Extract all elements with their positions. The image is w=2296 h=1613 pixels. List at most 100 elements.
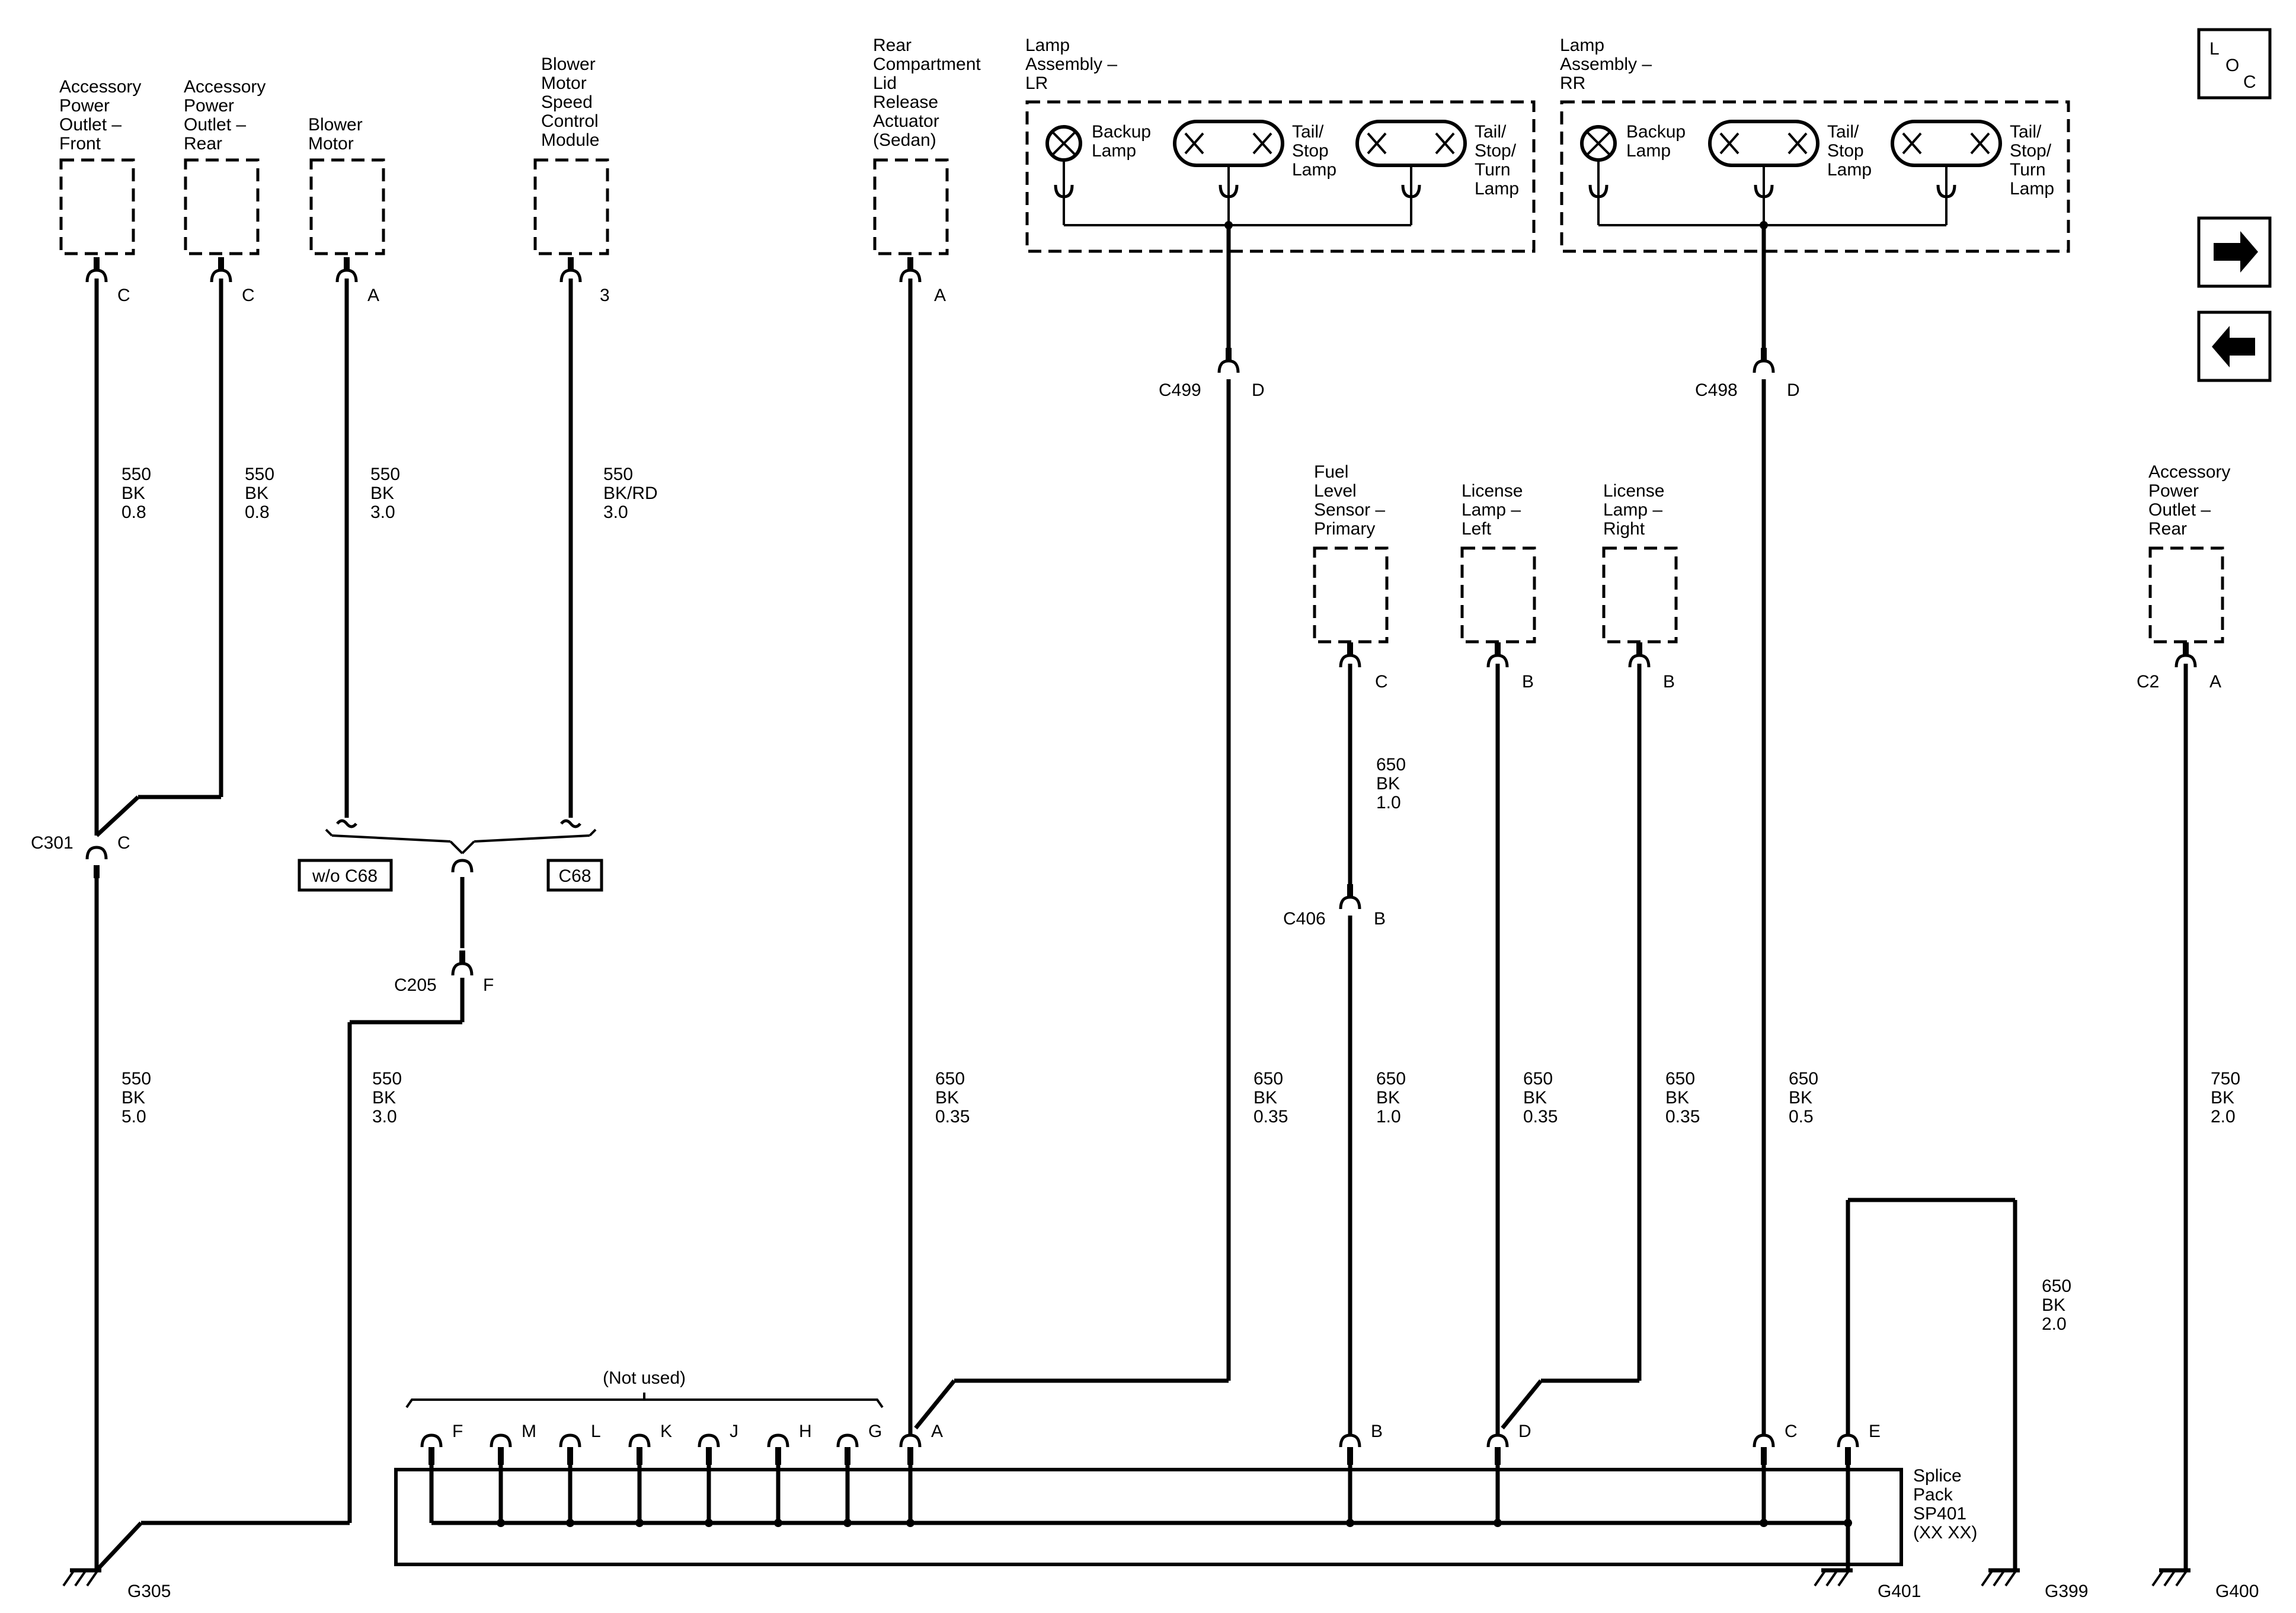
apo-front-name-3: Outlet – (59, 115, 121, 135)
conn-c205: C205 (394, 975, 437, 995)
wire-g399-1: 650 (2042, 1276, 2071, 1296)
rear-lid-name-3: Lid (873, 73, 897, 93)
wire-lic-left-3: 0.35 (1523, 1107, 1558, 1126)
lr-assembly-name-3: LR (1025, 73, 1048, 93)
wire-blower-3: 3.0 (370, 503, 395, 522)
blower-motor-name-2: Motor (308, 134, 354, 153)
wire-fuel-lo-1: 650 (1376, 1069, 1406, 1089)
lr-tail-3: Lamp (1292, 160, 1336, 180)
splice-pin-label-e: E (1869, 1422, 1881, 1441)
arrow-left-icon[interactable] (2197, 311, 2272, 382)
loc-button[interactable]: L O C (2197, 28, 2272, 100)
wire-g305-3: 5.0 (121, 1107, 146, 1126)
pin-connector-7 (1628, 642, 1651, 668)
not-used-label: (Not used) (603, 1368, 686, 1388)
conn-c406: C406 (1283, 909, 1326, 929)
rear-lid-name-1: Rear (873, 36, 912, 55)
pin-apo-rear2: A (2209, 672, 2221, 692)
connector-c205 (451, 950, 474, 976)
conn-c2: C2 (2137, 672, 2159, 692)
splice-pack-name-2: Pack (1913, 1485, 1953, 1505)
wire-g305-1: 550 (121, 1069, 151, 1089)
wire-lic-right-1: 650 (1665, 1069, 1695, 1089)
lamp-assembly-rr (1560, 100, 2070, 253)
rr-turn-2: Stop/ (2010, 141, 2052, 161)
splice-pin-e: E (1837, 1422, 1881, 1523)
loc-letter-l: L (2209, 39, 2220, 59)
splice-pin-f: F (420, 1422, 463, 1523)
rear-lid-name-4: Release (873, 92, 938, 112)
blower-control-name-2: Motor (541, 73, 587, 93)
wire-c205-3: 3.0 (372, 1107, 397, 1126)
rr-tail-1: Tail/ (1827, 122, 1859, 142)
splice-pin-label-h: H (799, 1422, 812, 1441)
wire-fuel-up-1: 650 (1376, 755, 1406, 775)
splice-pin-label-j: J (730, 1422, 738, 1441)
pin-connector-5 (1339, 642, 1361, 668)
wire-fuel-up-3: 1.0 (1376, 793, 1401, 812)
apo-rear2-name-3: Outlet – (2148, 500, 2211, 520)
wire-rr-3: 0.5 (1789, 1107, 1814, 1126)
rr-turn-3: Turn (2010, 160, 2046, 180)
grounds: G305 G401 G399 G400 (62, 1568, 2259, 1601)
wire-apo-front-2: BK (121, 484, 145, 503)
pin-fuel-sensor: C (1375, 672, 1388, 692)
rr-backup-1: Backup (1626, 122, 1686, 142)
splice-pin-label-c: C (1785, 1422, 1798, 1441)
blower-motor-name-1: Blower (308, 115, 363, 135)
pin-license-left: B (1522, 672, 1534, 692)
wire-break-0 (336, 819, 357, 828)
wire-g399-3: 2.0 (2042, 1314, 2067, 1334)
wire-apo-rear2-1: 750 (2211, 1069, 2240, 1089)
wire-lic-left-1: 650 (1523, 1069, 1553, 1089)
conn-c301: C301 (31, 833, 73, 853)
fuel-sensor-name-3: Sensor – (1314, 500, 1385, 520)
wire-control-2: BK/RD (603, 484, 658, 503)
splice-pin-d: D (1486, 1422, 1531, 1523)
connector-c499 (1217, 348, 1240, 373)
lamp-pin-1 (1219, 184, 1239, 199)
connector-c205-upper (451, 859, 474, 873)
license-right-name-1: License (1603, 481, 1664, 501)
blower-control-name-3: Speed (541, 92, 593, 112)
apo-rear2-name-2: Power (2148, 481, 2199, 501)
rr-assembly-name-3: RR (1560, 73, 1585, 93)
component-labels: Accessory Power Outlet – Front Accessory… (59, 36, 2230, 539)
pin-c205: F (483, 975, 494, 995)
wire-c205-2: BK (372, 1088, 396, 1108)
splice-pack-name-4: (XX XX) (1913, 1523, 1977, 1542)
license-left-name-3: Left (1462, 519, 1492, 539)
rear-lid-name-6: (Sedan) (873, 130, 936, 150)
splice-pin-label-b: B (1371, 1422, 1383, 1441)
splice-pin-label-m: M (522, 1422, 536, 1441)
arrow-right-icon[interactable] (2197, 216, 2272, 288)
license-right-name-2: Lamp – (1603, 500, 1662, 520)
wire-lic-right-3: 0.35 (1665, 1107, 1700, 1126)
pin-connector-2 (335, 257, 358, 283)
pin-apo-rear1: C (242, 286, 255, 305)
rr-tail-2: Stop (1827, 141, 1864, 161)
license-left-name-2: Lamp – (1462, 500, 1521, 520)
apo-rear2-name-4: Rear (2148, 519, 2187, 539)
wire-lic-left-2: BK (1523, 1088, 1547, 1108)
wire-control-3: 3.0 (603, 503, 628, 522)
wire-lic-right-2: BK (1665, 1088, 1689, 1108)
fuel-sensor-name-1: Fuel (1314, 462, 1348, 482)
blower-control-name-5: Module (541, 130, 599, 150)
license-left-name-1: License (1462, 481, 1523, 501)
connector-c406 (1339, 884, 1361, 910)
wire-blower-2: BK (370, 484, 394, 503)
apo-rear1-name-2: Power (184, 96, 234, 116)
loc-letter-c: C (2243, 72, 2256, 92)
component-boxes (59, 158, 2224, 644)
wire-apo-front-3: 0.8 (121, 503, 146, 522)
rear-lid-name-2: Compartment (873, 55, 981, 74)
lr-assembly-name-1: Lamp (1025, 36, 1070, 55)
splice-pack-name-3: SP401 (1913, 1504, 1966, 1524)
blower-control-name-4: Control (541, 111, 599, 131)
lamp-pin-4 (1754, 184, 1774, 199)
pin-labels: C C A 3 A C B B A C2 C499 D C498 D C301 … (31, 286, 2221, 995)
lr-tail-2: Stop (1292, 141, 1329, 161)
wire-apo-rear2-3: 2.0 (2211, 1107, 2236, 1126)
